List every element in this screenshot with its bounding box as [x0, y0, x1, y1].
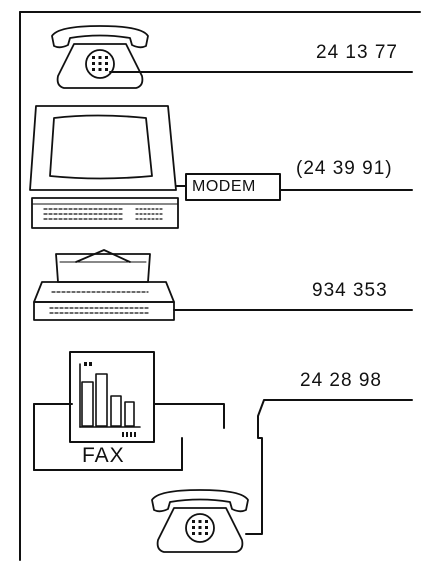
computer-number: (24 39 91) [296, 158, 393, 179]
telephone-icon [51, 25, 149, 89]
modem-box [185, 173, 281, 201]
telex-number: 934 353 [312, 280, 388, 301]
fax-label: FAX [82, 444, 125, 467]
fax-number: 24 28 98 [300, 370, 382, 391]
computer-terminal-icon [29, 105, 179, 229]
fax-telephone-icon [151, 489, 249, 553]
modem-label: MODEM [192, 178, 256, 195]
fax-line [245, 399, 413, 535]
fax-machine-icon [33, 351, 225, 471]
teleprinter-icon [33, 249, 175, 321]
telephone-number: 24 13 77 [316, 42, 398, 63]
